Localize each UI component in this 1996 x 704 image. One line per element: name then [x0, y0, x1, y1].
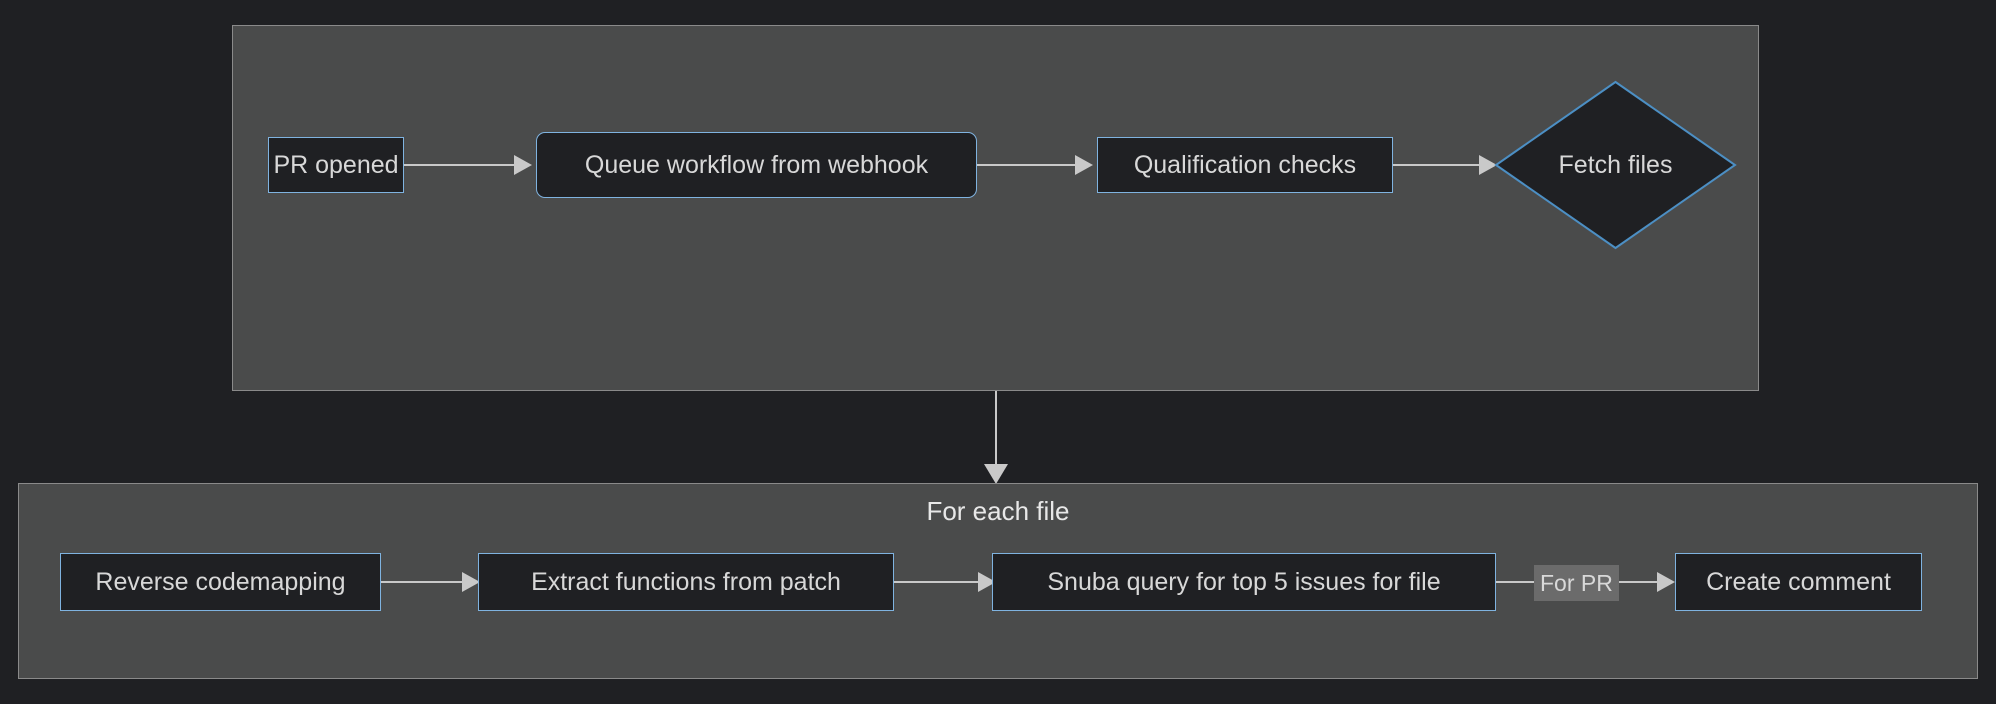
edge-qualification-to-fetch-files — [1393, 164, 1479, 166]
node-reverse-codemapping[interactable]: Reverse codemapping — [60, 553, 381, 611]
node-fetch-files-label: Fetch files — [1558, 150, 1673, 179]
arrowhead-to-foreach-subgraph — [984, 464, 1008, 484]
edge-reverse-codemapping-to-extract-functions — [381, 581, 462, 583]
node-extract-functions-label: Extract functions from patch — [531, 567, 841, 596]
edge-queue-workflow-to-qualification — [977, 164, 1075, 166]
arrowhead-to-extract-functions — [462, 572, 480, 592]
arrowhead-to-fetch-files — [1479, 155, 1497, 175]
node-extract-functions[interactable]: Extract functions from patch — [478, 553, 894, 611]
node-queue-workflow-label: Queue workflow from webhook — [584, 150, 929, 179]
arrowhead-to-snuba-query — [978, 572, 996, 592]
node-reverse-codemapping-label: Reverse codemapping — [95, 567, 346, 596]
node-create-comment[interactable]: Create comment — [1675, 553, 1922, 611]
edge-pr-opened-to-queue-workflow — [404, 164, 514, 166]
edge-fetch-files-to-foreach — [995, 391, 997, 467]
node-pr-opened-label: PR opened — [273, 150, 399, 179]
edge-extract-functions-to-snuba-query — [894, 581, 978, 583]
arrowhead-to-create-comment — [1657, 572, 1675, 592]
node-snuba-query[interactable]: Snuba query for top 5 issues for file — [992, 553, 1496, 611]
node-qualification-checks[interactable]: Qualification checks — [1097, 137, 1393, 193]
edge-label-for-pr: For PR — [1534, 565, 1619, 601]
node-qualification-checks-label: Qualification checks — [1133, 150, 1357, 179]
arrowhead-to-qualification — [1075, 155, 1093, 175]
node-snuba-query-label: Snuba query for top 5 issues for file — [1047, 567, 1441, 596]
diamond-shape-icon — [1494, 80, 1737, 250]
subgraph-top-container — [232, 25, 1759, 391]
node-fetch-files[interactable]: Fetch files — [1494, 80, 1737, 250]
node-pr-opened[interactable]: PR opened — [268, 137, 404, 193]
node-create-comment-label: Create comment — [1706, 567, 1891, 596]
node-queue-workflow[interactable]: Queue workflow from webhook — [536, 132, 977, 198]
arrowhead-to-queue-workflow — [514, 155, 532, 175]
subgraph-foreach-title: For each file — [926, 496, 1070, 526]
